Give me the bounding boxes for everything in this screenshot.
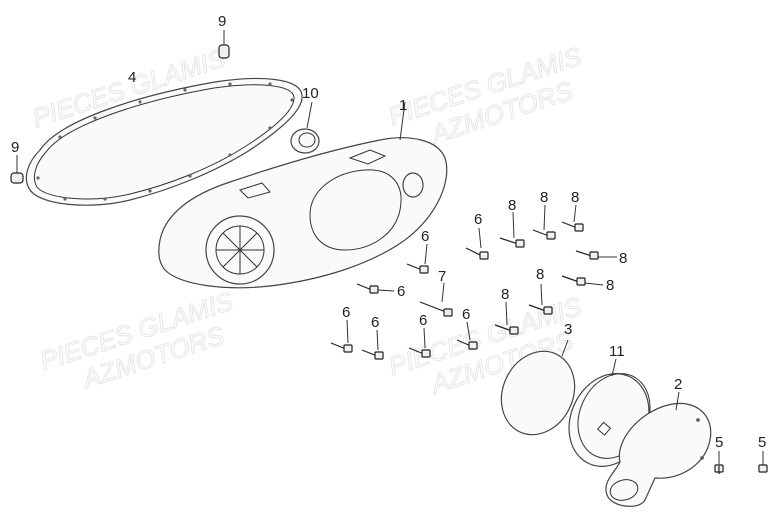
callout-6a: 6 xyxy=(474,211,482,228)
callout-9-top: 9 xyxy=(218,13,226,30)
bolt-6e xyxy=(361,329,384,360)
callout-11: 11 xyxy=(609,343,625,360)
bolt-8e xyxy=(561,275,604,286)
bolt-7 xyxy=(419,282,453,317)
callout-8e: 8 xyxy=(536,266,544,283)
bolt-6c xyxy=(356,283,395,294)
bolt-8-row xyxy=(494,204,617,335)
dowel-pin-left xyxy=(10,155,24,184)
callout-8g: 8 xyxy=(501,286,509,303)
bolt-8d xyxy=(575,250,617,260)
callout-3: 3 xyxy=(564,321,572,338)
callout-6c: 6 xyxy=(397,283,405,300)
paper-gasket-part xyxy=(500,339,576,436)
callout-6e: 6 xyxy=(371,314,379,331)
bolt-8g xyxy=(494,301,519,335)
callout-7: 7 xyxy=(438,268,446,285)
crankcase-cover-part xyxy=(158,101,448,289)
oil-seal-part xyxy=(290,101,320,154)
bolt-8f xyxy=(528,283,553,315)
gasket-part xyxy=(25,77,303,206)
air-duct-cover-part xyxy=(605,391,712,507)
bolt-6d xyxy=(330,319,353,353)
callout-8c: 8 xyxy=(571,189,579,206)
bolt-8b xyxy=(532,204,556,240)
callout-6d: 6 xyxy=(342,304,350,321)
dowel-pin-top xyxy=(218,30,230,59)
callout-6b: 6 xyxy=(421,228,429,245)
callout-6f: 6 xyxy=(419,312,427,329)
callout-5a: 5 xyxy=(715,434,723,451)
bolt-6g xyxy=(456,321,478,350)
callout-labels: 9 9 4 10 1 6 8 8 8 8 6 6 7 8 8 8 6 6 6 6… xyxy=(11,13,766,451)
bolt-5a xyxy=(714,451,724,474)
callout-8a: 8 xyxy=(508,197,516,214)
callout-6g: 6 xyxy=(462,306,470,323)
callout-8b: 8 xyxy=(540,189,548,206)
callout-9-left: 9 xyxy=(11,139,19,156)
watermark-bottom-left: PIECES GLAMIS AZMOTORS xyxy=(36,285,238,395)
callout-8f: 8 xyxy=(606,277,614,294)
callout-1: 1 xyxy=(399,97,407,114)
callout-8d: 8 xyxy=(619,250,627,267)
bolt-5b xyxy=(758,451,768,473)
bolt-8a xyxy=(499,211,525,248)
bolt-6b xyxy=(406,243,429,274)
bolt-6a xyxy=(465,227,489,260)
callout-2: 2 xyxy=(674,376,682,393)
callout-5b: 5 xyxy=(758,434,766,451)
bolt-6-row xyxy=(330,227,489,360)
callout-10: 10 xyxy=(302,85,319,102)
bolt-8c xyxy=(561,204,584,232)
bolt-6f xyxy=(408,327,431,358)
callout-4: 4 xyxy=(128,69,136,86)
